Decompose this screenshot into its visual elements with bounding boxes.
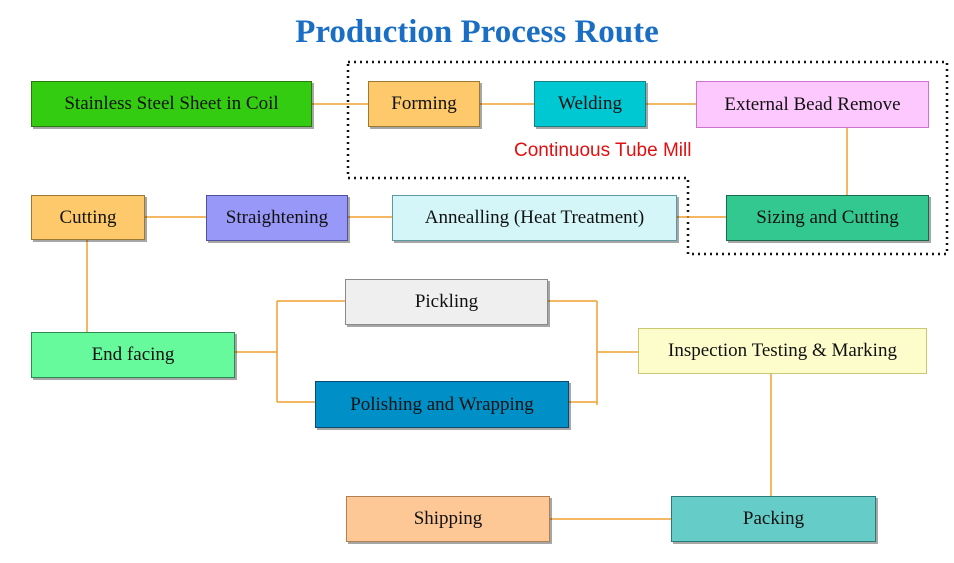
step-inspection: Inspection Testing & Marking bbox=[638, 328, 927, 374]
tube-mill-label: Continuous Tube Mill bbox=[514, 140, 692, 161]
tube-mill-group-outline bbox=[346, 60, 949, 256]
step-polishing: Polishing and Wrapping bbox=[315, 381, 569, 428]
connector-merge-inspection bbox=[548, 300, 638, 405]
step-shipping: Shipping bbox=[346, 496, 550, 542]
step-packing: Packing bbox=[671, 496, 876, 542]
step-cutting: Cutting bbox=[31, 195, 145, 240]
step-coil: Stainless Steel Sheet in Coil bbox=[31, 81, 312, 127]
step-sizing-cutting: Sizing and Cutting bbox=[726, 195, 929, 241]
step-forming: Forming bbox=[368, 81, 480, 127]
step-welding: Welding bbox=[534, 81, 646, 127]
connector-endfacing-branch bbox=[235, 300, 345, 403]
step-straightening: Straightening bbox=[206, 195, 348, 241]
step-end-facing: End facing bbox=[31, 332, 235, 378]
step-annealing: Annealling (Heat Treatment) bbox=[392, 195, 677, 241]
step-bead-remove: External Bead Remove bbox=[696, 81, 929, 128]
step-pickling: Pickling bbox=[345, 279, 548, 325]
diagram-title: Production Process Route bbox=[295, 14, 659, 50]
